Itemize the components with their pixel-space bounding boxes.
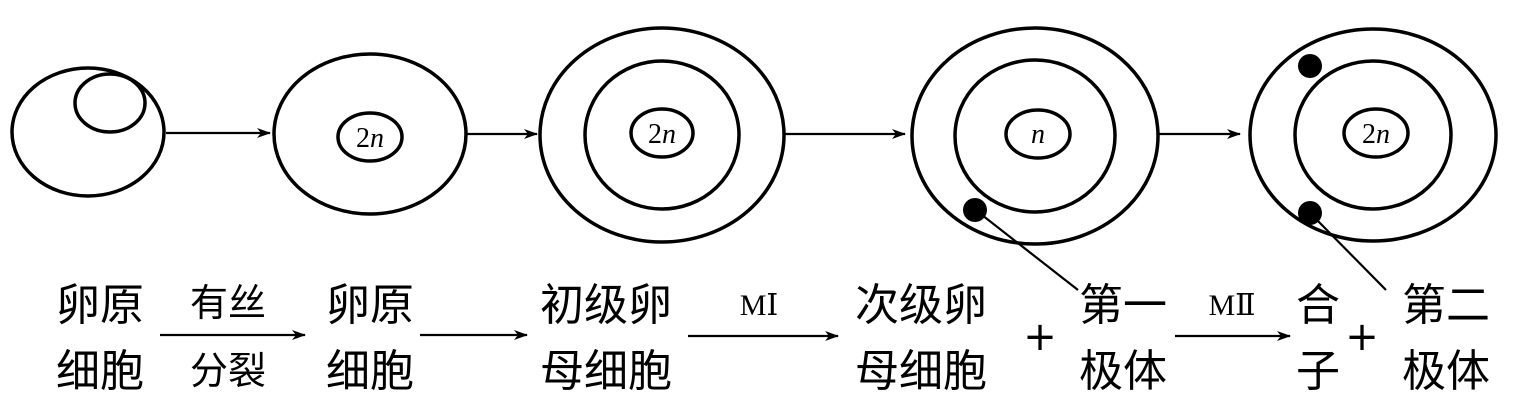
svg-text:分裂: 分裂 bbox=[190, 349, 266, 393]
arrow-mitosis: 有丝 分裂 bbox=[160, 281, 306, 393]
svg-text:母细胞: 母细胞 bbox=[540, 346, 672, 397]
svg-text:MⅡ: MⅡ bbox=[1208, 289, 1255, 322]
plus-sign-1: + bbox=[1023, 314, 1057, 360]
plus-sign-2: + bbox=[1345, 314, 1379, 360]
arrow-meiosis-1: MⅠ bbox=[688, 289, 839, 341]
cell-oogonium-2n: 2n bbox=[272, 52, 468, 216]
label-secondary-oocyte: 次级卵 母细胞 bbox=[855, 280, 987, 397]
leader-line-second-polar-body bbox=[1315, 218, 1387, 291]
ploidy-label: 2n bbox=[648, 119, 676, 150]
ploidy-label: n bbox=[1031, 119, 1045, 150]
svg-text:合: 合 bbox=[1296, 280, 1340, 331]
cell-zygote: 2n bbox=[1248, 27, 1498, 291]
svg-text:极体: 极体 bbox=[1402, 346, 1490, 397]
first-polar-body-dot bbox=[963, 198, 987, 222]
nucleus bbox=[336, 111, 404, 163]
svg-text:MⅠ: MⅠ bbox=[740, 289, 779, 322]
arrow-meiosis-2: MⅡ bbox=[1175, 289, 1291, 341]
svg-text:细胞: 细胞 bbox=[56, 346, 144, 397]
svg-text:子: 子 bbox=[1296, 346, 1340, 397]
leader-line-first-polar-body bbox=[981, 214, 1079, 291]
polar-body-dot-top bbox=[1298, 54, 1322, 78]
cell-primary-oocyte: 2n bbox=[538, 26, 786, 244]
ploidy-label: 2n bbox=[1362, 119, 1390, 150]
label-oogonium-1: 卵原 细胞 bbox=[56, 280, 144, 397]
label-second-polar-body: 第二 极体 bbox=[1402, 280, 1490, 397]
label-first-polar-body: 第一 极体 bbox=[1079, 280, 1167, 397]
label-primary-oocyte: 初级卵 母细胞 bbox=[540, 280, 672, 397]
nucleus bbox=[1342, 107, 1410, 159]
svg-text:卵原: 卵原 bbox=[326, 280, 414, 331]
svg-text:有丝: 有丝 bbox=[190, 281, 266, 325]
ploidy-label: 2n bbox=[356, 123, 384, 154]
svg-text:第二: 第二 bbox=[1402, 280, 1490, 331]
svg-text:母细胞: 母细胞 bbox=[855, 346, 987, 397]
label-oogonium-2: 卵原 细胞 bbox=[326, 280, 414, 397]
svg-text:细胞: 细胞 bbox=[326, 346, 414, 397]
svg-text:次级卵: 次级卵 bbox=[855, 280, 987, 331]
nucleus bbox=[1004, 108, 1072, 160]
nucleus bbox=[629, 107, 695, 159]
svg-text:极体: 极体 bbox=[1079, 346, 1167, 397]
cell-oogonium bbox=[10, 66, 166, 198]
label-zygote: 合 子 bbox=[1296, 280, 1340, 397]
svg-text:第一: 第一 bbox=[1079, 280, 1167, 331]
svg-text:卵原: 卵原 bbox=[56, 280, 144, 331]
nucleus bbox=[73, 72, 147, 134]
cell-secondary-oocyte: n bbox=[910, 26, 1160, 291]
svg-text:初级卵: 初级卵 bbox=[540, 280, 672, 331]
